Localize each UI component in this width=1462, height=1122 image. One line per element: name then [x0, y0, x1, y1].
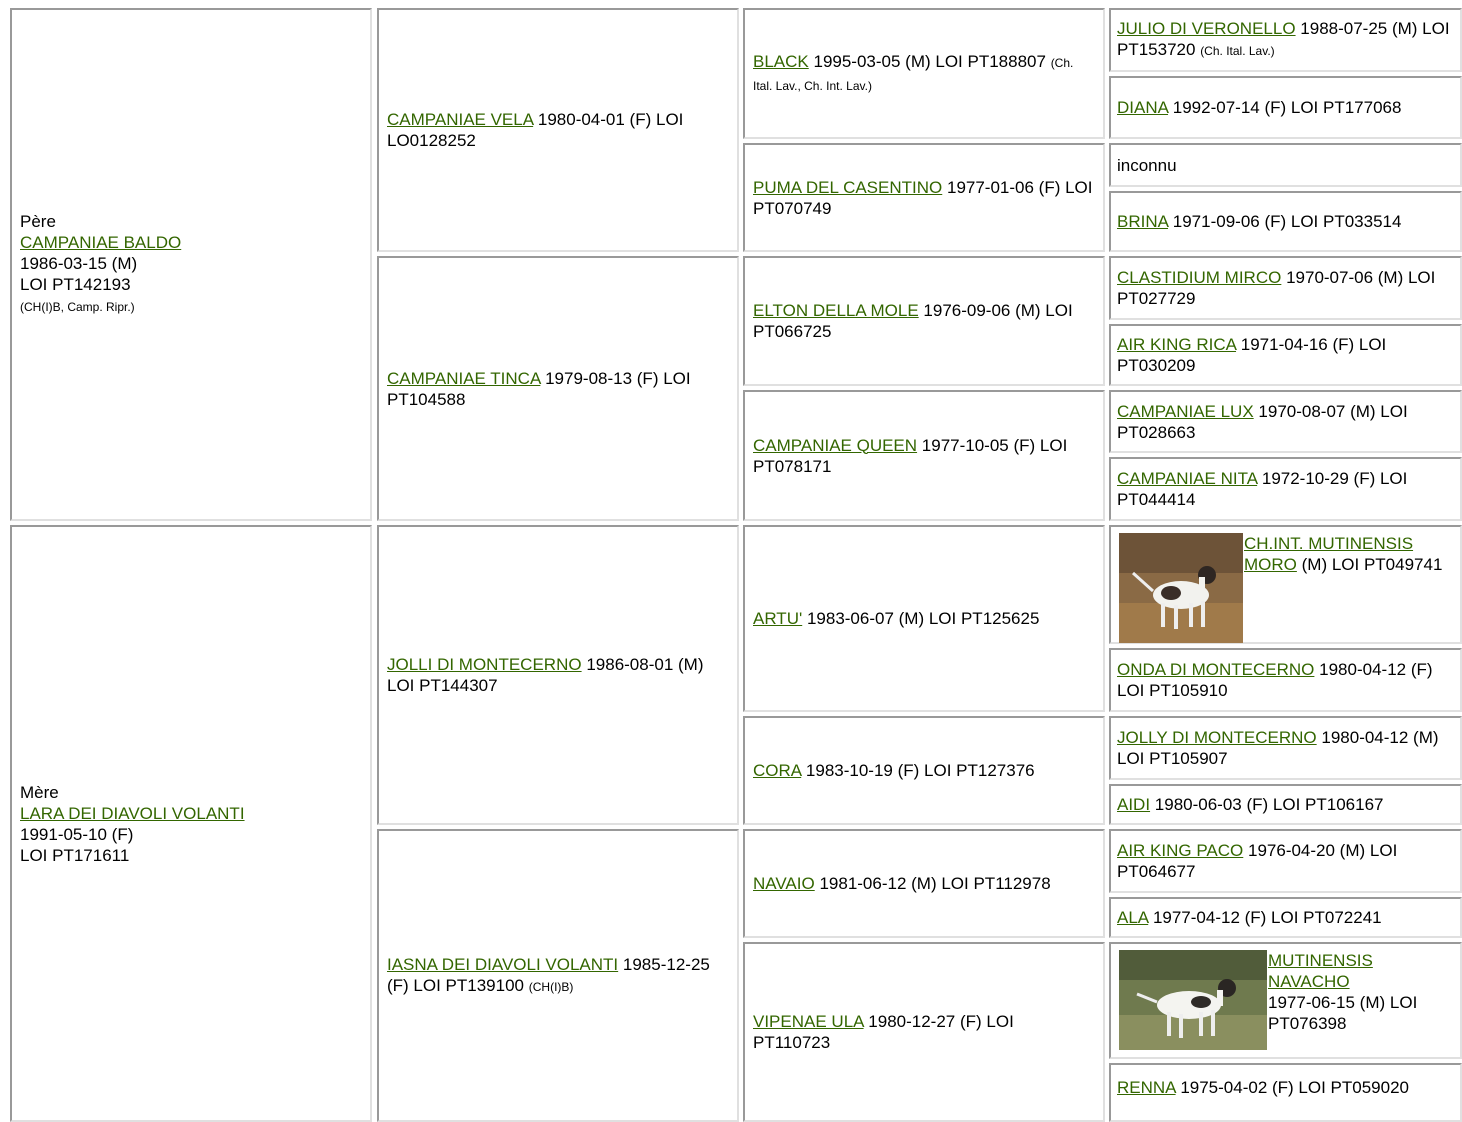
gen2-info: 1980-04-01 (F) LOI LO0128252 — [387, 110, 684, 150]
gen3-titles: (Ch. Ital. Lav., Ch. Int. Lav.) — [753, 55, 1074, 93]
gen4-info: 1972-10-29 (F) LOI PT044414 — [1117, 469, 1408, 509]
gen3-info: 1983-10-19 (F) LOI PT127376 — [805, 761, 1035, 780]
gen2-cell: CAMPANIAE VELA 1980-04-01 (F) LOI LO0128… — [377, 8, 739, 252]
gen3-cell: CAMPANIAE QUEEN 1977-10-05 (F) LOI PT078… — [743, 390, 1105, 521]
gen3-info: 1980-12-27 (F) LOI PT110723 — [753, 1012, 1014, 1052]
sire-cell: Père CAMPANIAE BALDO 1986-03-15 (M) LOI … — [10, 8, 372, 521]
gen4-cell: CAMPANIAE NITA 1972-10-29 (F) LOI PT0444… — [1109, 457, 1462, 521]
gen4-name-link[interactable]: CAMPANIAE NITA — [1117, 469, 1258, 488]
sire-titles: (CH(I)B, Camp. Ripr.) — [20, 300, 135, 314]
gen4-info: 1980-04-12 (M) LOI PT105907 — [1117, 728, 1439, 768]
gen2-titles: (CH(I)B) — [528, 979, 574, 994]
dam-name-link[interactable]: LARA DEI DIAVOLI VOLANTI — [20, 803, 245, 823]
gen3-cell: ELTON DELLA MOLE 1976-09-06 (M) LOI PT06… — [743, 256, 1105, 386]
gen4-cell: inconnu — [1109, 143, 1462, 187]
gen4-titles: (Ch. Ital. Lav.) — [1200, 44, 1275, 58]
gen3-name-link[interactable]: CAMPANIAE QUEEN — [753, 435, 918, 455]
gen4-info: (M) LOI PT049741 — [1301, 555, 1443, 574]
gen4-cell: ONDA DI MONTECERNO 1980-04-12 (F) LOI PT… — [1109, 648, 1462, 712]
gen3-name-link[interactable]: ELTON DELLA MOLE — [753, 301, 919, 320]
gen4-cell: AIDI 1980-06-03 (F) LOI PT106167 — [1109, 784, 1462, 825]
gen3-info: 1995-03-05 (M) LOI PT188807 — [813, 51, 1046, 71]
gen4-info: 1971-04-16 (F) LOI PT030209 — [1117, 335, 1387, 375]
gen3-cell: NAVAIO 1981-06-12 (M) LOI PT112978 — [743, 829, 1105, 938]
gen3-name-link[interactable]: BLACK — [753, 51, 809, 71]
gen4-info: 1977-06-15 (M) LOI PT076398 — [1268, 993, 1418, 1033]
gen3-cell: BLACK 1995-03-05 (M) LOI PT188807 (Ch. I… — [743, 8, 1105, 139]
gen3-info: 1977-10-05 (F) LOI PT078171 — [753, 435, 1068, 476]
dam-reg: LOI PT171611 — [20, 845, 130, 865]
gen4-info: 1970-07-06 (M) LOI PT027729 — [1117, 268, 1436, 308]
gen4-cell: JULIO DI VERONELLO 1988-07-25 (M) LOI PT… — [1109, 8, 1462, 72]
gen2-info: 1985-12-25 (F) LOI PT139100 — [387, 954, 710, 995]
gen4-info: 1977-04-12 (F) LOI PT072241 — [1152, 908, 1382, 927]
gen3-cell: VIPENAE ULA 1980-12-27 (F) LOI PT110723 — [743, 942, 1105, 1122]
gen2-info: 1979-08-13 (F) LOI PT104588 — [387, 368, 691, 409]
gen4-name-link[interactable]: MUTINENSIS NAVACHO — [1268, 951, 1373, 991]
gen4-name-link[interactable]: CLASTIDIUM MIRCO — [1117, 268, 1282, 287]
dam-dob: 1991-05-10 (F) — [20, 824, 134, 844]
gen4-cell: CAMPANIAE LUX 1970-08-07 (M) LOI PT02866… — [1109, 390, 1462, 453]
gen4-info: 1980-06-03 (F) LOI PT106167 — [1154, 795, 1384, 814]
gen4-cell: CH.INT. MUTINENSIS MORO (M) LOI PT049741 — [1109, 525, 1462, 644]
gen4-info: 1970-08-07 (M) LOI PT028663 — [1117, 401, 1408, 442]
sire-label: Père — [20, 212, 56, 231]
gen4-cell: JOLLY DI MONTECERNO 1980-04-12 (M) LOI P… — [1109, 716, 1462, 780]
gen4-name-link[interactable]: CH.INT. MUTINENSIS MORO — [1244, 534, 1414, 574]
gen4-cell: AIR KING PACO 1976-04-20 (M) LOI PT06467… — [1109, 829, 1462, 893]
gen2-name-link[interactable]: CAMPANIAE TINCA — [387, 368, 541, 388]
gen4-name-link[interactable]: AIDI — [1117, 795, 1151, 814]
gen3-name-link[interactable]: VIPENAE ULA — [753, 1012, 864, 1031]
gen2-cell: CAMPANIAE TINCA 1979-08-13 (F) LOI PT104… — [377, 256, 739, 521]
gen4-name-link[interactable]: AIR KING RICA — [1117, 335, 1237, 354]
gen4-name-link[interactable]: DIANA — [1117, 98, 1169, 117]
gen4-name-link[interactable]: BRINA — [1117, 212, 1169, 231]
dog-photo — [1119, 533, 1243, 643]
gen4-cell: DIANA 1992-07-14 (F) LOI PT177068 — [1109, 76, 1462, 139]
gen4-name-link[interactable]: JULIO DI VERONELLO — [1117, 19, 1296, 38]
gen2-cell: IASNA DEI DIAVOLI VOLANTI 1985-12-25 (F)… — [377, 829, 739, 1122]
gen4-info: 1975-04-02 (F) LOI PT059020 — [1180, 1078, 1409, 1097]
sire-name-link[interactable]: CAMPANIAE BALDO — [20, 233, 182, 252]
unknown-text: inconnu — [1117, 155, 1177, 175]
gen4-info: 1971-09-06 (F) LOI PT033514 — [1172, 212, 1402, 231]
gen4-cell: MUTINENSIS NAVACHO 1977-06-15 (M) LOI PT… — [1109, 942, 1462, 1059]
gen4-name-link[interactable]: ONDA DI MONTECERNO — [1117, 660, 1315, 679]
gen4-name-link[interactable]: RENNA — [1117, 1078, 1176, 1097]
gen4-cell: RENNA 1975-04-02 (F) LOI PT059020 — [1109, 1063, 1462, 1122]
gen3-cell: CORA 1983-10-19 (F) LOI PT127376 — [743, 716, 1105, 825]
gen3-name-link[interactable]: CORA — [753, 761, 802, 780]
gen2-info: 1986-08-01 (M) LOI PT144307 — [387, 655, 704, 695]
gen3-name-link[interactable]: PUMA DEL CASENTINO — [753, 177, 943, 197]
gen4-info: 1980-04-12 (F) LOI PT105910 — [1117, 660, 1433, 700]
gen3-cell: ARTU' 1983-06-07 (M) LOI PT125625 — [743, 525, 1105, 712]
gen4-name-link[interactable]: JOLLY DI MONTECERNO — [1117, 728, 1317, 747]
gen3-info: 1976-09-06 (M) LOI PT066725 — [753, 301, 1073, 341]
gen3-cell: PUMA DEL CASENTINO 1977-01-06 (F) LOI PT… — [743, 143, 1105, 252]
gen4-name-link[interactable]: AIR KING PACO — [1117, 841, 1244, 860]
gen3-name-link[interactable]: NAVAIO — [753, 874, 815, 893]
gen3-info: 1981-06-12 (M) LOI PT112978 — [819, 874, 1051, 893]
gen3-name-link[interactable]: ARTU' — [753, 609, 803, 628]
gen2-cell: JOLLI DI MONTECERNO 1986-08-01 (M) LOI P… — [377, 525, 739, 825]
gen4-info: 1992-07-14 (F) LOI PT177068 — [1172, 98, 1402, 117]
gen4-name-link[interactable]: ALA — [1117, 908, 1149, 927]
sire-reg: LOI PT142193 — [20, 275, 131, 294]
gen4-cell: AIR KING RICA 1971-04-16 (F) LOI PT03020… — [1109, 324, 1462, 386]
gen4-cell: ALA 1977-04-12 (F) LOI PT072241 — [1109, 897, 1462, 938]
gen4-cell: CLASTIDIUM MIRCO 1970-07-06 (M) LOI PT02… — [1109, 256, 1462, 320]
gen2-name-link[interactable]: JOLLI DI MONTECERNO — [387, 655, 582, 674]
gen4-cell: BRINA 1971-09-06 (F) LOI PT033514 — [1109, 191, 1462, 252]
dog-photo — [1119, 950, 1267, 1050]
gen3-info: 1983-06-07 (M) LOI PT125625 — [806, 609, 1040, 628]
gen4-info: 1976-04-20 (M) LOI PT064677 — [1117, 841, 1398, 881]
dam-cell: Mère LARA DEI DIAVOLI VOLANTI 1991-05-10… — [10, 525, 372, 1122]
gen2-name-link[interactable]: IASNA DEI DIAVOLI VOLANTI — [387, 954, 619, 974]
dam-label: Mère — [20, 782, 59, 802]
gen2-name-link[interactable]: CAMPANIAE VELA — [387, 110, 534, 129]
sire-dob: 1986-03-15 (M) — [20, 254, 138, 273]
gen4-name-link[interactable]: CAMPANIAE LUX — [1117, 401, 1254, 421]
gen3-info: 1977-01-06 (F) LOI PT070749 — [753, 177, 1093, 218]
gen4-info: 1988-07-25 (M) LOI PT153720 — [1117, 19, 1450, 59]
